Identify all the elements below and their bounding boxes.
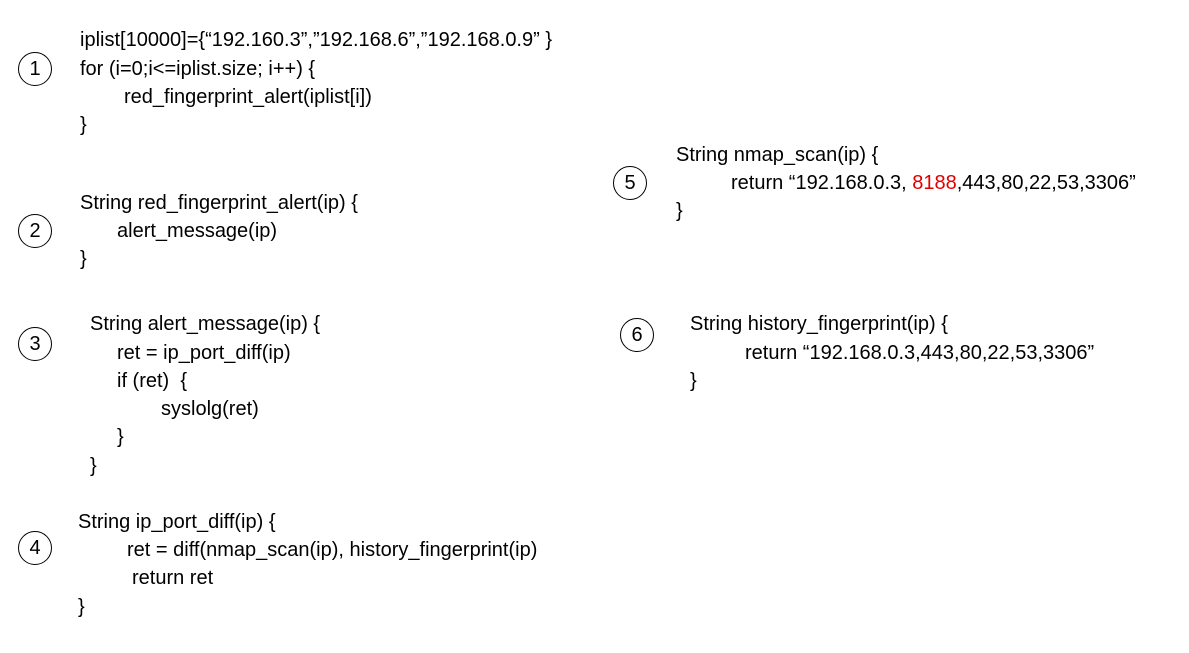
step-badge-4: 4	[18, 531, 52, 565]
code-line: for (i=0;i<=iplist.size; i++) {	[80, 58, 316, 80]
step-badge-2: 2	[18, 214, 52, 248]
code-line: }	[676, 200, 683, 222]
code-line: }	[80, 114, 87, 136]
code-line-return: return “192.168.0.3, 8188,443,80,22,53,3…	[731, 169, 1136, 197]
code-line: alert_message(ip)	[117, 220, 278, 242]
code-line: }	[78, 596, 85, 618]
code-line: iplist[10000]={“192.160.3”,”192.168.6”,”…	[80, 29, 553, 51]
return-suffix: ,443,80,22,53,3306”	[956, 172, 1136, 194]
code-line: return ret	[132, 567, 214, 589]
code-line: ret = diff(nmap_scan(ip), history_finger…	[127, 539, 538, 561]
step-badge-5: 5	[613, 166, 647, 200]
code-line: }	[690, 370, 697, 392]
code-line: String nmap_scan(ip) {	[676, 144, 879, 166]
code-line: if (ret) {	[117, 370, 188, 392]
code-line: }	[117, 426, 124, 448]
step-badge-1: 1	[18, 52, 52, 86]
code-line: syslolg(ret)	[161, 398, 259, 420]
code-line: String red_fingerprint_alert(ip) {	[80, 192, 358, 214]
code-line: return “192.168.0.3,443,80,22,53,3306”	[745, 342, 1095, 364]
step-badge-6: 6	[620, 318, 654, 352]
code-line: String ip_port_diff(ip) {	[78, 511, 276, 533]
code-line: red_fingerprint_alert(iplist[i])	[124, 86, 372, 108]
code-line: }	[90, 455, 97, 477]
return-prefix: return “192.168.0.3,	[731, 172, 913, 194]
step-badge-3: 3	[18, 327, 52, 361]
code-line: }	[80, 248, 87, 270]
highlighted-port: 8188	[912, 172, 957, 194]
code-line: ret = ip_port_diff(ip)	[117, 342, 291, 364]
code-line: String alert_message(ip) {	[90, 313, 321, 335]
code-line: String history_fingerprint(ip) {	[690, 313, 948, 335]
